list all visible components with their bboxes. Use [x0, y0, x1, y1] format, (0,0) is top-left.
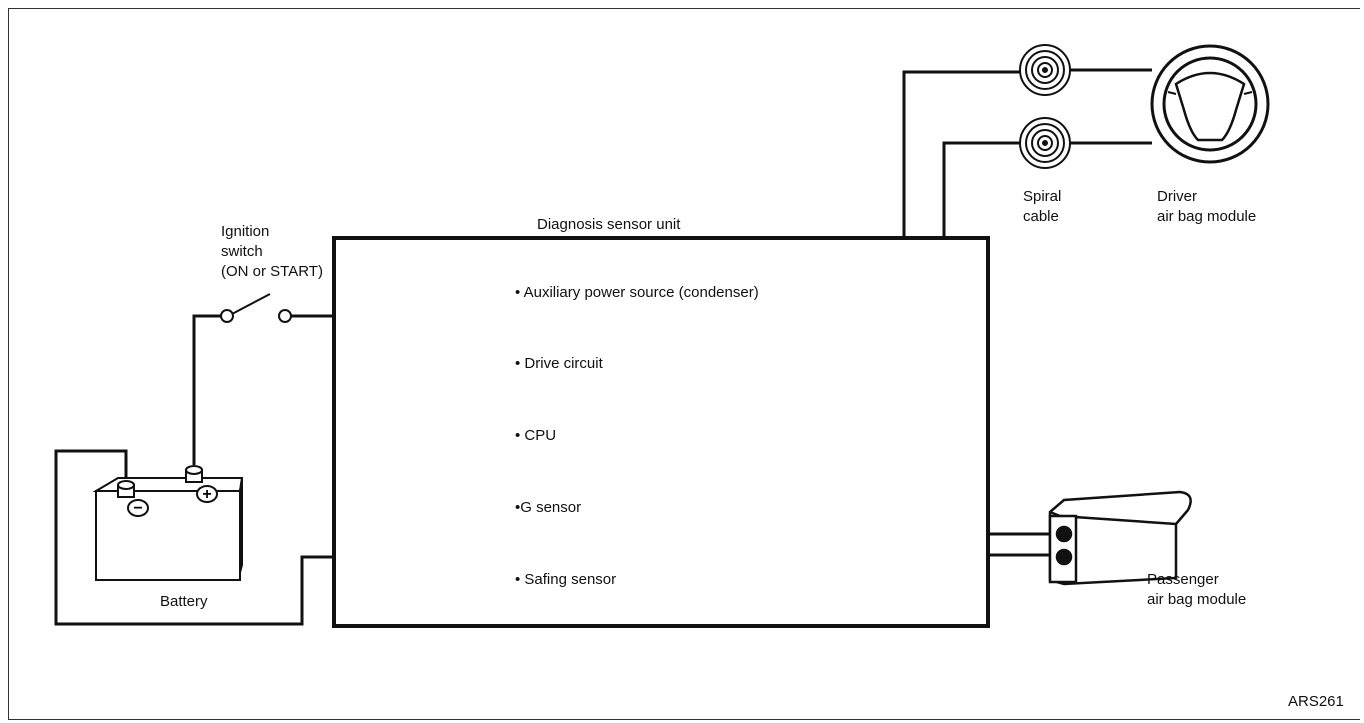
driver-airbag-label: Driver air bag module: [1157, 188, 1257, 225]
battery-negative-mark: [127, 499, 149, 517]
battery-label: Battery: [160, 593, 208, 610]
wire-ground-loop: [54, 449, 334, 626]
wire-unit-to-spiral-upper: [902, 70, 1022, 238]
passenger-connector-upper: [1055, 525, 1073, 543]
battery-positive-label: +: [202, 486, 211, 503]
passenger-connector-lower: [1055, 548, 1073, 566]
unit-item-cpu: • CPU: [515, 427, 557, 444]
passenger-airbag-icon: [1048, 490, 1192, 586]
unit-item-drive-circuit: • Drive circuit: [515, 355, 603, 372]
battery-icon: [92, 465, 244, 581]
steering-wheel-icon: [1150, 44, 1270, 164]
ignition-switch-label: Ignition switch (ON or START): [221, 223, 323, 280]
battery-positive-mark: [196, 485, 218, 503]
ignition-contact-right: [278, 309, 292, 323]
spiral-cable-icon: [1019, 44, 1071, 169]
wiring: [54, 68, 1152, 626]
wire-unit-to-spiral-lower: [942, 141, 1022, 238]
ignition-switch: [220, 293, 292, 323]
passenger-airbag-label: Passenger air bag module: [1147, 571, 1247, 608]
figure-code: ARS261: [1288, 693, 1344, 710]
spiral-cable-label: Spiral cable: [1023, 188, 1062, 225]
diagram-frame: [8, 8, 1360, 720]
unit-item-safing-sensor: • Safing sensor: [515, 571, 617, 588]
battery-negative-label: −: [133, 500, 142, 517]
unit-item-auxiliary-power: • Auxiliary power source (condenser): [515, 284, 759, 301]
ignition-contact-left: [220, 309, 234, 323]
wire-battery-to-ignition: [192, 314, 222, 465]
unit-item-g-sensor: •G sensor: [515, 499, 582, 516]
diagnosis-sensor-unit-title: Diagnosis sensor unit: [537, 216, 681, 233]
ignition-blade: [231, 293, 271, 315]
diagnosis-sensor-unit-box: [332, 236, 990, 628]
